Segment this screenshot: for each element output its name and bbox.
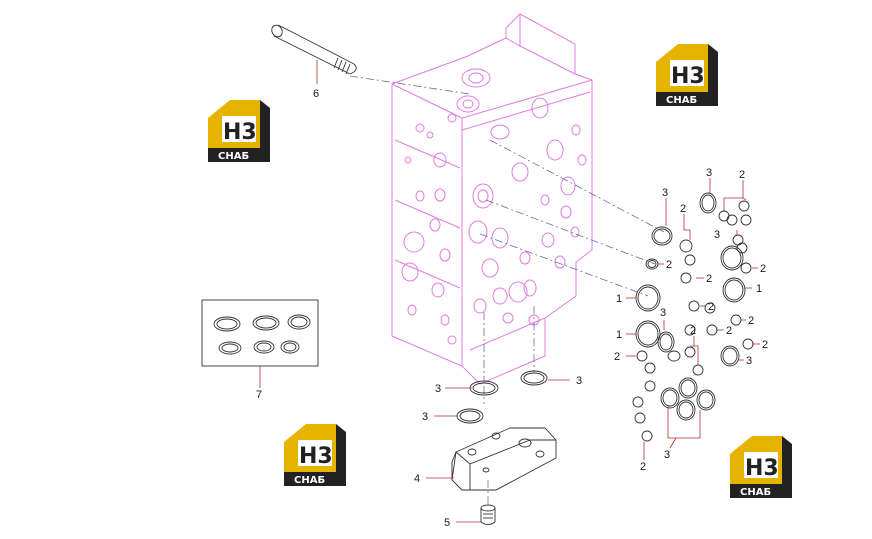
watermark-big: Н3 [299,444,333,469]
leader-lines [259,60,760,523]
watermark-logo-2: Н3 СНАБ [656,44,718,106]
seal-kit-box [201,299,319,367]
callout-2-r7: 2 [748,315,754,327]
watermark-big: Н3 [223,120,257,145]
watermark-logo-4: Н3 СНАБ [730,436,792,498]
watermark-small: СНАБ [218,151,249,162]
callout-3-r2: 3 [706,167,712,179]
watermark-small: СНАБ [740,487,771,498]
callout-2-r11: 2 [614,351,620,363]
callout-3-r1: 3 [662,187,668,199]
long-bolt [271,24,357,75]
o-rings [456,192,754,442]
callout-2-r9: 2 [726,325,732,337]
watermark-big: Н3 [671,64,705,89]
callout-2-r2: 2 [680,203,686,215]
callout-2-r12: 2 [640,461,646,473]
center-lines [349,75,665,505]
callout-3-r3: 3 [714,229,720,241]
callouts: 6 7 3 3 3 4 5 3 3 2 2 3 2 2 2 1 2 1 3 2 … [256,88,768,529]
callout-2-r10: 2 [762,339,768,351]
callout-6: 6 [313,88,319,100]
callout-2-r4: 2 [706,273,712,285]
callout-2-r5: 2 [760,263,766,275]
watermark-small: СНАБ [666,95,697,106]
callout-2-r8: 2 [690,325,696,337]
watermark-small: СНАБ [294,475,325,486]
valve-body [391,13,593,385]
callout-3-lower-c: 3 [576,375,582,387]
watermark-logo-1: Н3 СНАБ [208,100,270,162]
callout-3-r4: 3 [660,307,666,319]
callout-3-lower-b: 3 [422,411,428,423]
callout-3-lower-a: 3 [435,383,441,395]
callout-7: 7 [256,389,262,401]
callout-1-r1: 1 [616,293,622,305]
callout-1-r2: 1 [756,283,762,295]
callout-3-r6: 3 [664,449,670,461]
callout-5: 5 [444,517,450,529]
callout-2-r1: 2 [739,169,745,181]
callout-2-r6: 2 [708,301,714,313]
callout-4: 4 [414,473,420,485]
watermark-logo-3: Н3 СНАБ [284,424,346,486]
watermark-big: Н3 [745,456,779,481]
callout-1-r3: 1 [616,329,622,341]
callout-2-r3: 2 [666,259,672,271]
callout-3-r5: 3 [746,355,752,367]
small-bolt [480,504,496,525]
cover-plate [451,427,557,491]
